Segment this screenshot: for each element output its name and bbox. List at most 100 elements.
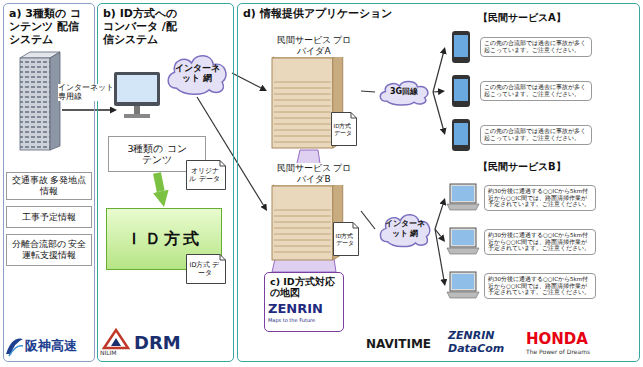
smartphone-message: この先の合流部では過去に事故が多く起こっています。ご注意ください。 [446,72,592,110]
node-text: 約30分後に通過する○○ICから5km付近から○○IC間では、路面清掃作業が予定… [484,229,596,256]
provider-building: 民間サービス プロバイダA ID方式 データ [268,32,360,150]
decoration [274,136,331,137]
decoration [380,81,428,104]
decoration [111,338,121,346]
node-text: 分離合流部の 安全運転支援情報 [10,239,88,261]
node-text: 約30分後に通過する○○ICから5km付近から○○IC間では、路面清掃作業が予定… [484,185,596,212]
connector [361,91,375,92]
company-logo: ZENRIN [268,302,342,317]
node-text: 民間サービス プロバイダB [274,163,354,185]
decoration [452,230,474,245]
decoration [274,106,331,107]
office-building [20,52,60,150]
decoration [187,255,226,284]
connector [361,211,375,229]
decoration [452,186,474,201]
panel-heading: a) 3種類の コンテンツ 配信システム [4,4,94,50]
node-text: ID方式 データ [188,262,221,278]
data-document: ID方式 データ [333,222,359,256]
pc-message: 約30分後に通過する○○ICから5km付近から○○IC間では、路面清掃作業が予定… [446,222,596,262]
node-text: ＩＤ方式 [126,229,202,248]
connector [433,92,443,128]
hanshin-logo-mark [6,339,23,356]
node-text: ID方式 データ [335,233,354,246]
smartphone-message: この先の合流部では過去に事故が多く起こっています。ご注意ください。 [446,116,592,154]
decoration [454,123,468,145]
decoration [332,113,357,146]
decoration [274,82,331,83]
pc-message: 約30分後に通過する○○ICから5km付近から○○IC間では、路面清掃作業が予定… [446,178,596,218]
decoration [220,255,226,261]
company-logo: HONDA [526,331,606,348]
decoration [447,248,479,254]
decoration [134,106,140,114]
group-panel: a) 3種類の コンテンツ 配信システム交通事故 多発地点情報工事予定情報分離合… [3,3,95,362]
network-cloud: 3G回線 [376,78,432,106]
panel-heading: c) ID方式対応 の地図 [265,273,343,302]
data-document: オリジナル データ [186,160,226,190]
nilim-logo-mark [104,330,128,348]
decoration [272,58,333,148]
info-box: 分離合流部の 安全運転支援情報 [6,234,92,266]
decoration [274,112,331,113]
company-logo: 阪神高速 [25,339,95,354]
decoration [274,246,331,247]
decoration [168,56,226,95]
connector [433,54,443,92]
connector [433,91,438,93]
service-label: 【民間サービスB】 [478,161,598,173]
line-label: インターネット 専用線 [58,84,114,101]
decoration [353,223,359,229]
network-cloud: インターネット 網 [163,50,231,96]
decoration [274,222,331,223]
connector [435,229,441,236]
document-outline [331,112,357,146]
decoration [124,114,150,118]
provider-building: 民間サービス プロバイダB ID方式 データ [268,160,360,262]
decoration [272,186,333,260]
company-logo: DRM [134,333,204,354]
decoration [334,223,359,256]
decoration [454,79,468,101]
decoration [20,58,50,150]
flow-arrow [157,173,161,191]
decoration [450,228,476,247]
decoration [6,339,23,354]
pc-message: 約30分後に通過する○○ICから5km付近から○○IC間では、路面清掃作業が予定… [446,266,596,306]
node-text: 約30分後に通過する○○ICから5km付近から○○IC間では、路面清掃作業が予定… [484,273,596,300]
decoration [114,72,160,106]
node-text: 民間サービス プロバイダA [274,35,354,57]
decoration [274,142,331,143]
decoration [187,161,226,190]
decoration [274,130,331,131]
decoration [274,234,331,235]
logo-tagline: The Power of Dreams [526,349,616,356]
decoration [9,346,23,356]
decoration [452,75,470,107]
decoration [20,52,60,58]
company-logo: NAVITIME [366,338,444,352]
decoration [380,215,429,247]
node-text: ID方式 データ [333,123,352,136]
info-box: 工事予定情報 [6,206,92,228]
decoration [452,119,470,151]
node-text: 交通事故 多発地点情報 [10,175,88,197]
decoration [117,75,157,102]
decoration [450,184,476,203]
decoration [274,124,331,125]
decoration [274,88,331,89]
node-text: この先の合流部では過去に事故が多く起こっています。ご注意ください。 [480,81,592,101]
decoration [274,216,331,217]
node-text: 3種類の コンテンツ [126,143,188,166]
network-cloud: インターネット 網 [376,210,434,248]
data-document: ID方式 データ [331,112,357,146]
connector [435,205,443,229]
panel-heading: d) 情報提供アプリケーション [238,4,397,23]
node-text: インターネット 網 [172,63,222,83]
decoration [274,118,331,119]
service-label: 【民間サービスA】 [478,12,598,24]
leased-line-arrow [62,109,110,111]
decoration [351,113,357,119]
decoration [274,252,331,253]
decoration [452,274,474,289]
